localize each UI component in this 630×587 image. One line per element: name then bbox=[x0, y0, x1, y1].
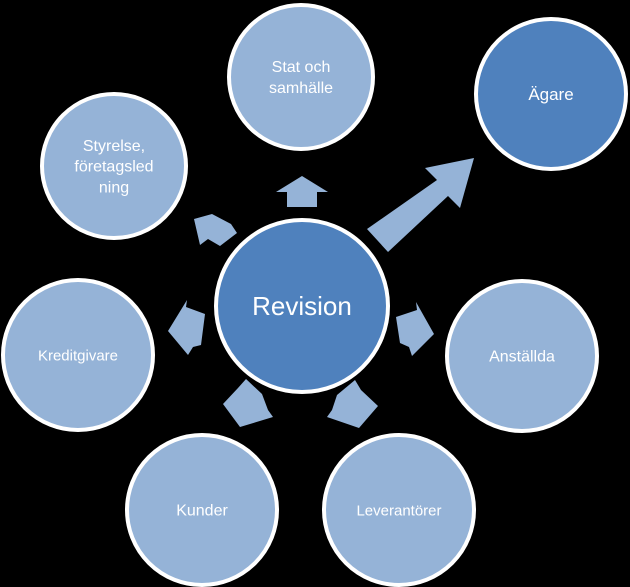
arrow-to-anstallda bbox=[396, 302, 434, 356]
node-label-styrelse: Styrelse, företagsled ning bbox=[74, 138, 153, 197]
node-kreditgivare: Kreditgivare bbox=[1, 278, 155, 432]
node-label-line: företagsled bbox=[74, 159, 153, 176]
node-styrelse: Styrelse, företagsled ning bbox=[40, 92, 188, 240]
arrow-to-kunder bbox=[223, 379, 273, 427]
node-label-line: Styrelse, bbox=[83, 138, 145, 155]
node-label-line: Stat och bbox=[272, 59, 331, 76]
node-circle-anstallda bbox=[445, 279, 599, 433]
node-label-line: Leverantörer bbox=[356, 502, 441, 519]
node-label-leverantorer: Leverantörer bbox=[356, 502, 441, 519]
node-circle-kreditgivare bbox=[1, 278, 155, 432]
node-kunder: Kunder bbox=[125, 433, 279, 587]
node-label-line: Anställda bbox=[489, 349, 555, 366]
arrow-to-agare bbox=[367, 158, 474, 252]
arrow-to-leverantorer bbox=[327, 380, 378, 428]
node-label-line: Kunder bbox=[176, 503, 228, 520]
arrow-to-kreditgivare bbox=[168, 300, 205, 355]
node-label-stat: Stat och samhälle bbox=[269, 59, 333, 97]
node-circle-styrelse bbox=[40, 92, 188, 240]
node-label-line: Ägare bbox=[528, 85, 573, 104]
center-label: Revision bbox=[252, 291, 352, 321]
node-leverantorer: Leverantörer bbox=[322, 433, 476, 587]
node-label-kunder: Kunder bbox=[176, 503, 228, 520]
node-label-line: Kreditgivare bbox=[38, 347, 118, 364]
center-node: Revision bbox=[214, 218, 390, 394]
arrow-to-styrelse bbox=[194, 214, 237, 246]
node-agare: Ägare bbox=[474, 17, 628, 171]
node-circle-stat bbox=[227, 3, 375, 151]
node-label-kreditgivare: Kreditgivare bbox=[38, 347, 118, 364]
node-stat: Stat och samhälle bbox=[227, 3, 375, 151]
node-circle-agare bbox=[474, 17, 628, 171]
node-label-anstallda: Anställda bbox=[489, 349, 555, 366]
center-circle bbox=[214, 218, 390, 394]
node-anstallda: Anställda bbox=[445, 279, 599, 433]
node-label-line: samhälle bbox=[269, 80, 333, 97]
node-label-agare: Ägare bbox=[528, 85, 573, 104]
node-label-line: ning bbox=[99, 179, 129, 196]
node-circle-kunder bbox=[125, 433, 279, 587]
arrow-to-stat bbox=[276, 176, 328, 207]
node-circle-leverantorer bbox=[322, 433, 476, 587]
